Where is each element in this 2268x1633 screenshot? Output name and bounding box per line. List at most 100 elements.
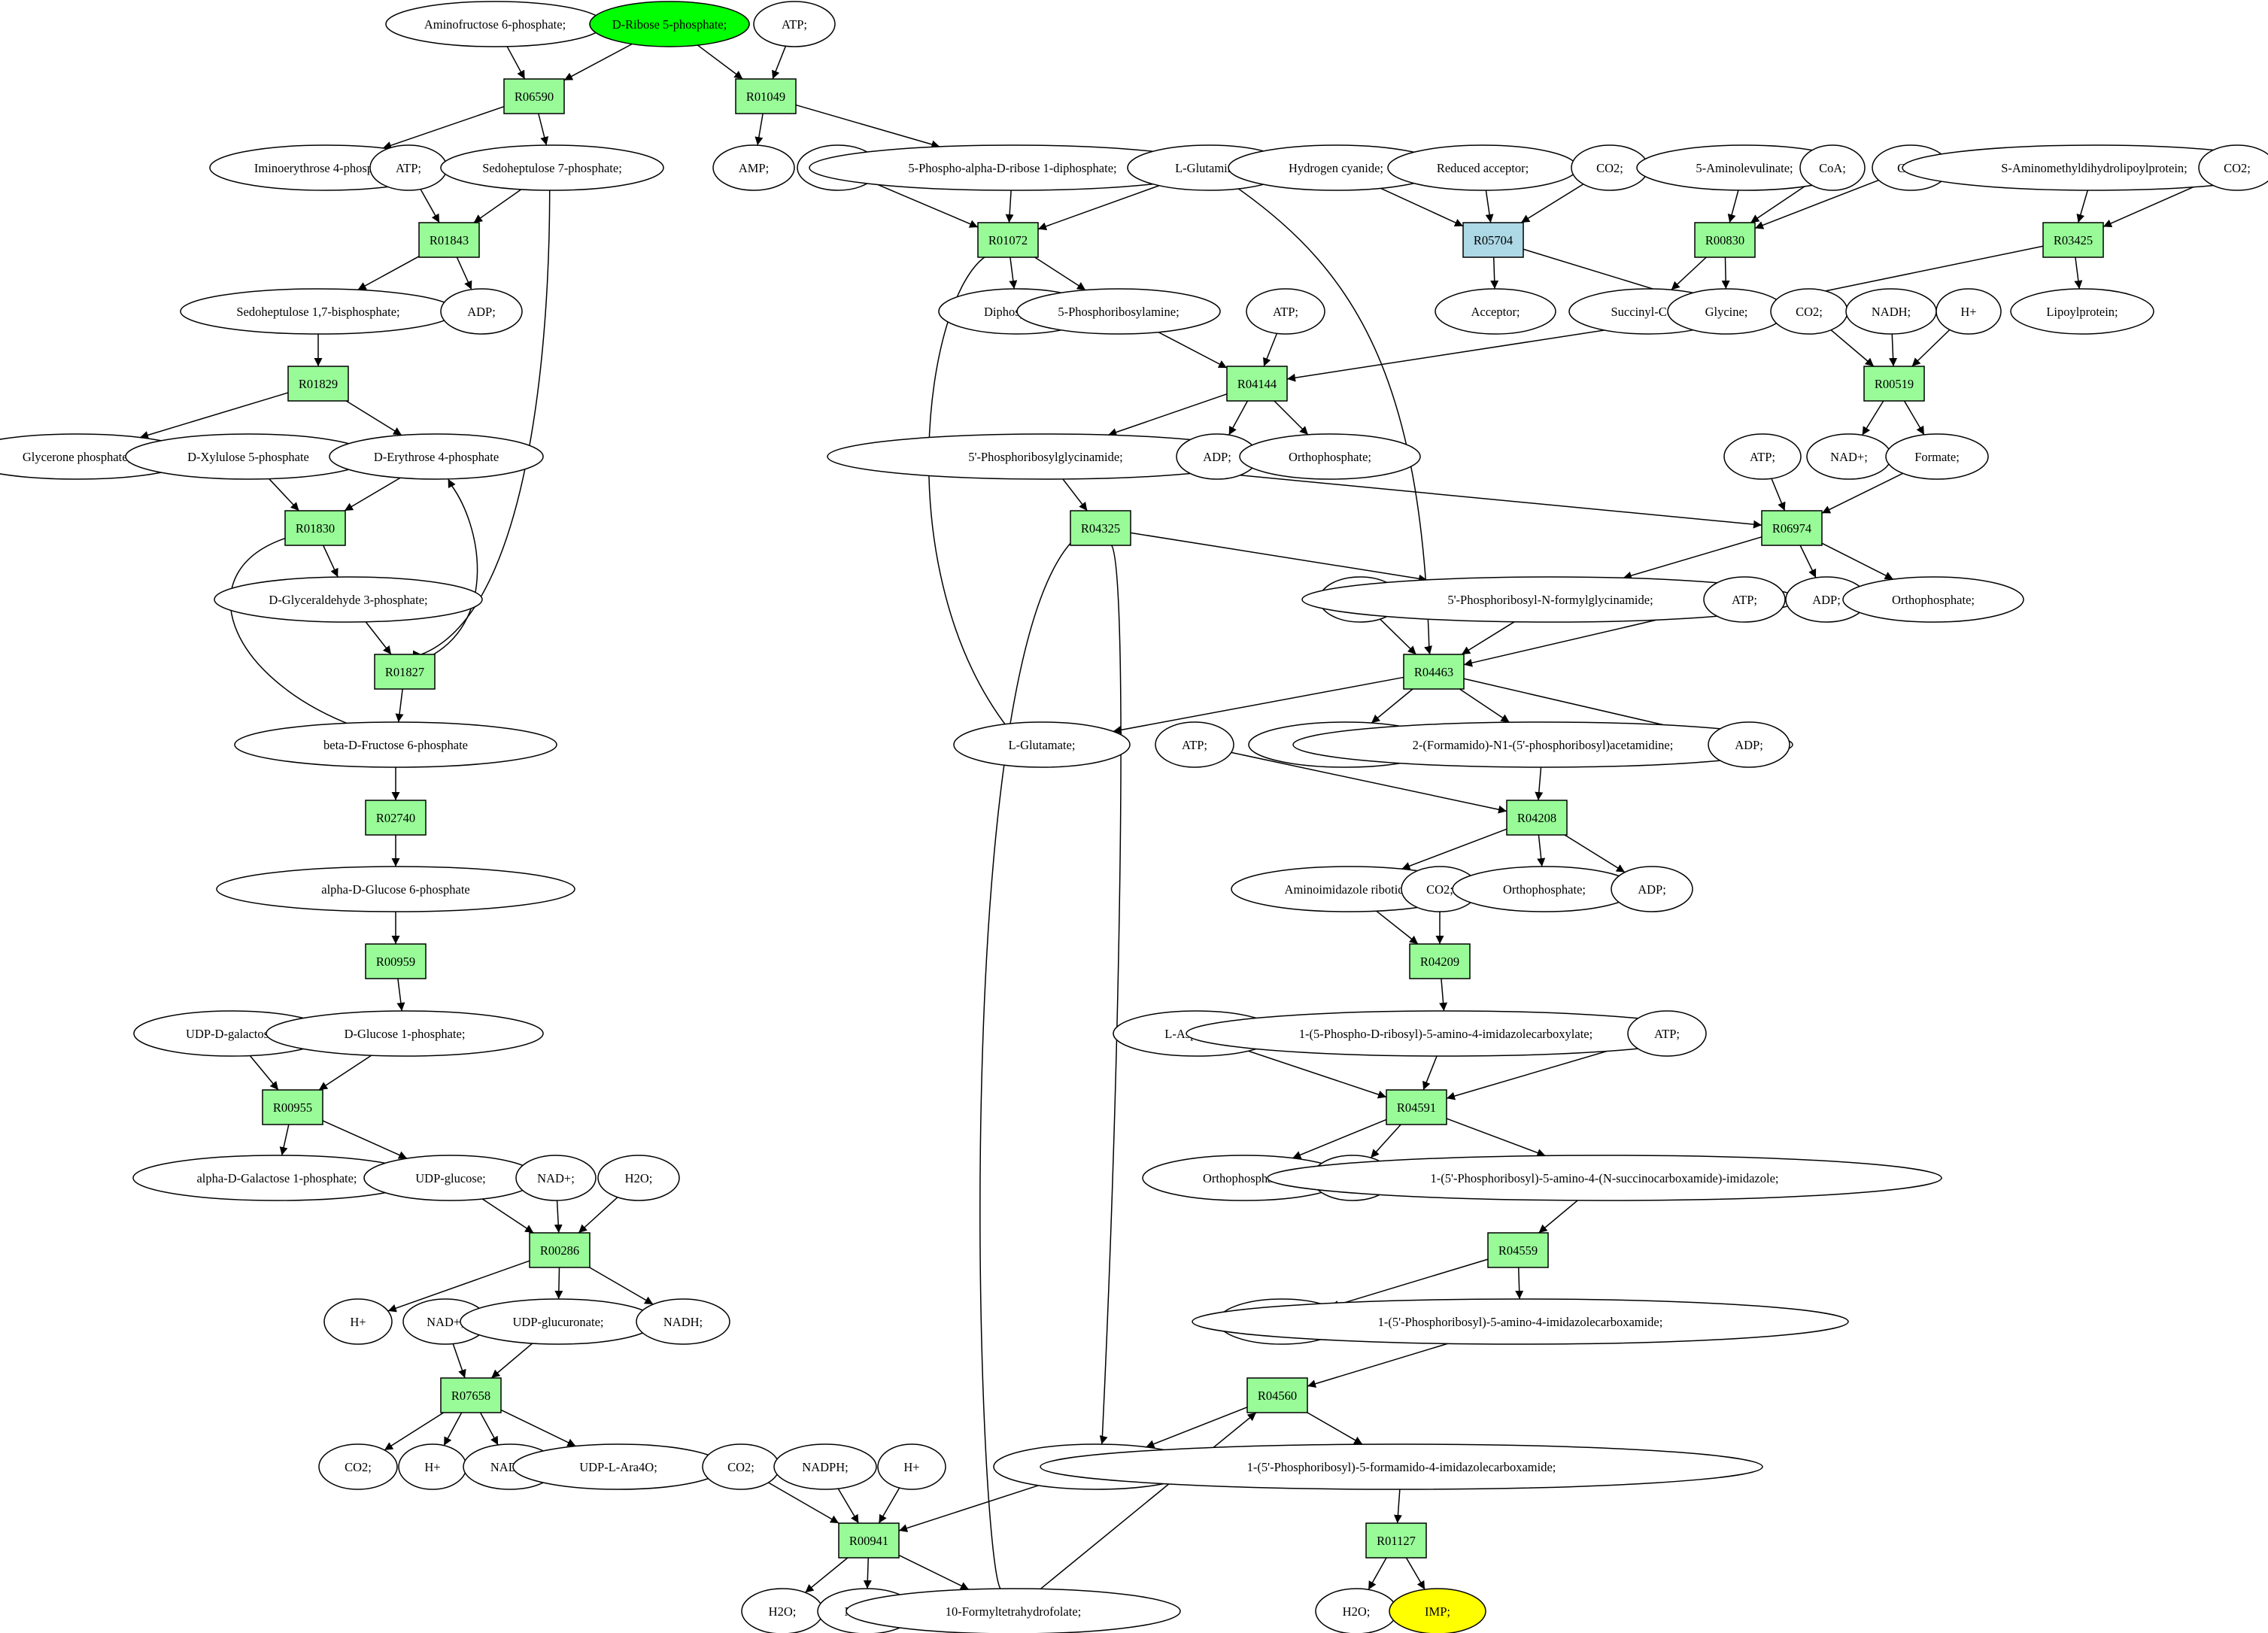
edge-c_g1p-to-r_R00955 bbox=[318, 1055, 372, 1091]
compound-node-c_fgam[interactable]: 2-(Formamido)-N1-(5'-phosphoribosyl)acet… bbox=[1292, 721, 1793, 768]
reaction-node-r_R07658[interactable]: R07658 bbox=[440, 1377, 502, 1413]
reaction-node-r_R04559[interactable]: R04559 bbox=[1487, 1232, 1549, 1268]
compound-node-c_orthop_b[interactable]: Orthophosphate; bbox=[1842, 576, 2024, 623]
reaction-node-r_R01843[interactable]: R01843 bbox=[418, 222, 480, 258]
compound-node-c_atp_g[interactable]: ATP; bbox=[1627, 1010, 1707, 1057]
compound-node-c_nadh_b[interactable]: NADH; bbox=[636, 1298, 730, 1345]
compound-node-c_adp_c[interactable]: ADP; bbox=[1785, 576, 1868, 623]
compound-node-c_hplus_b[interactable]: H+ bbox=[323, 1298, 393, 1345]
compound-node-c_adp_e[interactable]: ADP; bbox=[1611, 866, 1693, 912]
compound-node-c_glutamate[interactable]: L-Glutamate; bbox=[953, 721, 1131, 768]
node-label: R06590 bbox=[515, 90, 554, 104]
compound-node-c_10fthf[interactable]: 10-Formyltetrahydrofolate; bbox=[846, 1588, 1181, 1633]
compound-node-c_xylulose[interactable]: D-Xylulose 5-phosphate bbox=[125, 433, 372, 480]
compound-node-c_sedo7p[interactable]: Sedoheptulose 7-phosphate; bbox=[440, 144, 664, 191]
compound-node-c_co2_c[interactable]: CO2; bbox=[2198, 144, 2268, 191]
compound-ellipse bbox=[1016, 288, 1221, 335]
compound-node-c_udpara[interactable]: UDP-L-Ara4O; bbox=[512, 1443, 724, 1490]
compound-node-c_coa[interactable]: CoA; bbox=[1799, 144, 1866, 191]
compound-node-c_hplus_d[interactable]: H+ bbox=[877, 1443, 946, 1490]
reaction-node-r_R03425[interactable]: R03425 bbox=[2042, 222, 2104, 258]
reaction-node-r_R04325[interactable]: R04325 bbox=[1070, 510, 1131, 546]
compound-node-c_orthop_d[interactable]: Orthophosphate; bbox=[1452, 866, 1637, 912]
compound-node-c_nadplus_c[interactable]: NAD+; bbox=[402, 1298, 488, 1345]
edge-r_R06974-to-c_fgar bbox=[1623, 536, 1762, 580]
reaction-node-r_R01827[interactable]: R01827 bbox=[374, 654, 436, 690]
compound-node-c_nadh_a[interactable]: NADH; bbox=[1845, 288, 1937, 335]
compound-node-c_co2_g[interactable]: CO2; bbox=[702, 1443, 780, 1490]
compound-node-c_h2o_d[interactable]: H2O; bbox=[741, 1588, 824, 1633]
compound-node-c_co2_f[interactable]: CO2; bbox=[318, 1443, 398, 1490]
compound-node-c_atp_e[interactable]: ATP; bbox=[1703, 576, 1786, 623]
compound-node-c_h2o_e[interactable]: H2O; bbox=[1315, 1588, 1398, 1633]
reaction-node-r_R01830[interactable]: R01830 bbox=[284, 510, 346, 546]
reaction-node-r_R01049[interactable]: R01049 bbox=[735, 78, 797, 114]
compound-node-c_prpp[interactable]: 5-Phospho-alpha-D-ribose 1-diphosphate; bbox=[809, 144, 1216, 191]
compound-node-c_co2_d[interactable]: CO2; bbox=[1770, 288, 1848, 335]
compound-node-c_nadplus_a[interactable]: NAD+; bbox=[1806, 433, 1892, 480]
reaction-node-r_R00955[interactable]: R00955 bbox=[262, 1089, 323, 1125]
compound-node-c_aminofructose[interactable]: Aminofructose 6-phosphate; bbox=[385, 1, 605, 47]
compound-node-c_g6p[interactable]: alpha-D-Glucose 6-phosphate bbox=[216, 866, 575, 912]
compound-node-c_erythrose[interactable]: D-Erythrose 4-phosphate bbox=[329, 433, 544, 480]
reaction-node-r_R02740[interactable]: R02740 bbox=[365, 800, 427, 836]
reaction-node-r_R04144[interactable]: R04144 bbox=[1226, 366, 1288, 402]
compound-node-c_udpglc[interactable]: UDP-glucose; bbox=[363, 1155, 538, 1201]
reaction-node-r_R05704[interactable]: R05704 bbox=[1462, 222, 1524, 258]
compound-node-c_hcn[interactable]: Hydrogen cyanide; bbox=[1228, 144, 1444, 191]
reaction-node-r_R00830[interactable]: R00830 bbox=[1694, 222, 1756, 258]
compound-node-c_gar[interactable]: 5'-Phosphoribosylglycinamide; bbox=[827, 433, 1265, 480]
compound-node-c_atp_c[interactable]: ATP; bbox=[1246, 288, 1325, 335]
compound-node-c_orthop_a[interactable]: Orthophosphate; bbox=[1239, 433, 1421, 480]
compound-node-c_f6p[interactable]: beta-D-Fructose 6-phosphate bbox=[234, 721, 557, 768]
compound-node-c_formate[interactable]: Formate; bbox=[1885, 433, 1989, 480]
compound-node-c_5pra[interactable]: 5-Phosphoribosylamine; bbox=[1016, 288, 1221, 335]
compound-node-c_sedo17bp[interactable]: Sedoheptulose 1,7-bisphosphate; bbox=[180, 288, 457, 335]
compound-node-c_g3p[interactable]: D-Glyceraldehyde 3-phosphate; bbox=[214, 576, 483, 623]
compound-node-c_redacc[interactable]: Reduced acceptor; bbox=[1387, 144, 1578, 191]
reaction-node-r_R01829[interactable]: R01829 bbox=[287, 366, 349, 402]
compound-node-c_atp_f[interactable]: ATP; bbox=[1155, 721, 1234, 768]
compound-node-c_adp_a[interactable]: ADP; bbox=[440, 288, 523, 335]
compound-node-c_g1p[interactable]: D-Glucose 1-phosphate; bbox=[266, 1010, 544, 1057]
reaction-node-r_R04591[interactable]: R04591 bbox=[1386, 1089, 1447, 1125]
compound-node-c_udpglcA[interactable]: UDP-glucuronate; bbox=[460, 1298, 657, 1345]
compound-node-c_atp_d[interactable]: ATP; bbox=[1723, 433, 1802, 480]
reaction-node-r_R04463[interactable]: R04463 bbox=[1403, 654, 1465, 690]
compound-node-c_acceptor[interactable]: Acceptor; bbox=[1435, 288, 1556, 335]
reaction-node-r_R00941[interactable]: R00941 bbox=[838, 1522, 900, 1559]
compound-node-c_saicar[interactable]: 1-(5'-Phosphoribosyl)-5-amino-4-(N-succi… bbox=[1267, 1155, 1942, 1201]
compound-node-c_gal1p[interactable]: alpha-D-Galactose 1-phosphate; bbox=[132, 1155, 421, 1201]
compound-node-c_adp_b[interactable]: ADP; bbox=[1176, 433, 1258, 480]
compound-node-c_co2_e[interactable]: CO2; bbox=[1401, 866, 1479, 912]
reaction-node-r_R04560[interactable]: R04560 bbox=[1246, 1377, 1308, 1413]
reaction-node-r_R06974[interactable]: R06974 bbox=[1761, 510, 1823, 546]
reaction-node-r_R04208[interactable]: R04208 bbox=[1506, 800, 1568, 836]
compound-node-c_ribose5p[interactable]: D-Ribose 5-phosphate; bbox=[589, 1, 750, 47]
compound-node-c_nadplus_b[interactable]: NAD+; bbox=[515, 1155, 597, 1201]
compound-node-c_aicar[interactable]: 1-(5'-Phosphoribosyl)-5-amino-4-imidazol… bbox=[1192, 1298, 1849, 1345]
compound-node-c_hplus_c[interactable]: H+ bbox=[398, 1443, 467, 1490]
reaction-node-r_R00519[interactable]: R00519 bbox=[1863, 366, 1925, 402]
compound-node-c_adp_d[interactable]: ADP; bbox=[1708, 721, 1790, 768]
reaction-node-r_R00959[interactable]: R00959 bbox=[365, 943, 427, 979]
compound-node-c_glycine[interactable]: Glycine; bbox=[1667, 288, 1786, 335]
compound-node-c_hplus_a[interactable]: H+ bbox=[1936, 288, 2002, 335]
reaction-node-r_R01127[interactable]: R01127 bbox=[1365, 1522, 1427, 1559]
compound-node-c_cair[interactable]: 1-(5-Phospho-D-ribosyl)-5-amino-4-imidaz… bbox=[1186, 1010, 1706, 1057]
compound-node-c_fgar[interactable]: 5'-Phosphoribosyl-N-formylglycinamide; bbox=[1301, 576, 1799, 623]
reaction-node-r_R01072[interactable]: R01072 bbox=[977, 222, 1039, 258]
compound-node-c_atp_b[interactable]: ATP; bbox=[369, 144, 448, 191]
compound-node-c_h2o_c[interactable]: H2O; bbox=[597, 1155, 680, 1201]
compound-node-c_samdhlp[interactable]: S-Aminomethyldihydrolipoylprotein; bbox=[1902, 144, 2268, 191]
reaction-node-r_R04209[interactable]: R04209 bbox=[1409, 943, 1471, 979]
compound-node-c_orthop_e[interactable]: Orthophosphate; bbox=[1142, 1155, 1347, 1201]
compound-node-c_nadph[interactable]: NADPH; bbox=[773, 1443, 877, 1490]
reaction-node-r_R00286[interactable]: R00286 bbox=[529, 1232, 591, 1268]
compound-node-c_atp_a[interactable]: ATP; bbox=[753, 1, 836, 47]
compound-node-c_lipoyl[interactable]: Lipoylprotein; bbox=[2010, 288, 2154, 335]
compound-node-c_imp[interactable]: IMP; bbox=[1389, 1588, 1486, 1633]
reaction-node-r_R06590[interactable]: R06590 bbox=[503, 78, 565, 114]
compound-node-c_amp[interactable]: AMP; bbox=[712, 144, 795, 191]
compound-node-c_faicar[interactable]: 1-(5'-Phosphoribosyl)-5-formamido-4-imid… bbox=[1040, 1443, 1763, 1490]
